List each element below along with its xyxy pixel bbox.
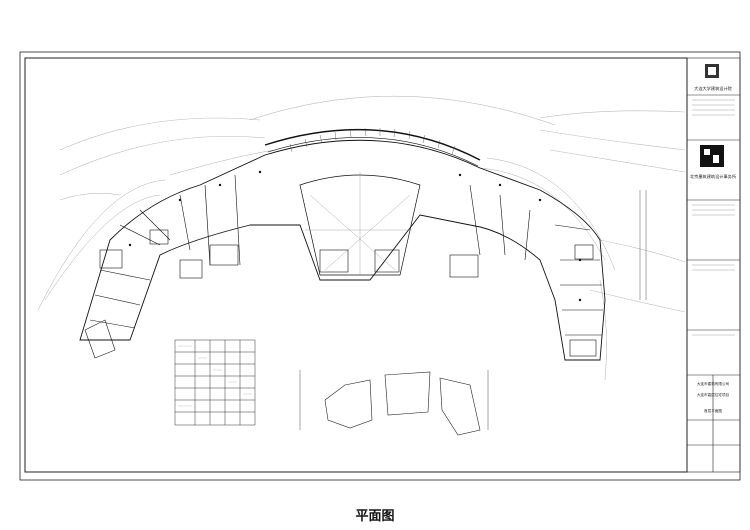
key-plan (299, 370, 489, 436)
title-block-firm-1: 大连大学建筑设计院 (694, 85, 733, 92)
dimension-lines (37, 149, 616, 381)
sheet-outer-border (19, 51, 741, 481)
canopy-arc (264, 128, 481, 161)
plan-outer-wall (79, 139, 606, 361)
title-block-drawing-name: 首层平面图 (704, 408, 722, 413)
sheet-inner-border (24, 57, 688, 473)
title-block-project-1: 大连市建筑有限公司 (697, 381, 730, 386)
figure-caption: 平面图 (355, 509, 395, 524)
side-note-strip (639, 190, 647, 300)
firm-logo-cube (705, 64, 719, 78)
title-block (686, 57, 741, 473)
site-road-lines (59, 95, 686, 313)
central-atrium (299, 174, 421, 276)
title-block-firm-2: 北京墨筑建筑设计事务所 (690, 173, 736, 180)
firm-seal-logo (700, 145, 724, 167)
drawing-sheet: 大连大学建筑设计院 北京墨筑建筑设计事务所 大连市建筑有限公司 大连市高层住宅项… (19, 51, 741, 481)
area-table (174, 339, 256, 426)
floor-plan (79, 127, 606, 361)
title-block-project-2: 大连市高层住宅项目 (697, 392, 729, 397)
